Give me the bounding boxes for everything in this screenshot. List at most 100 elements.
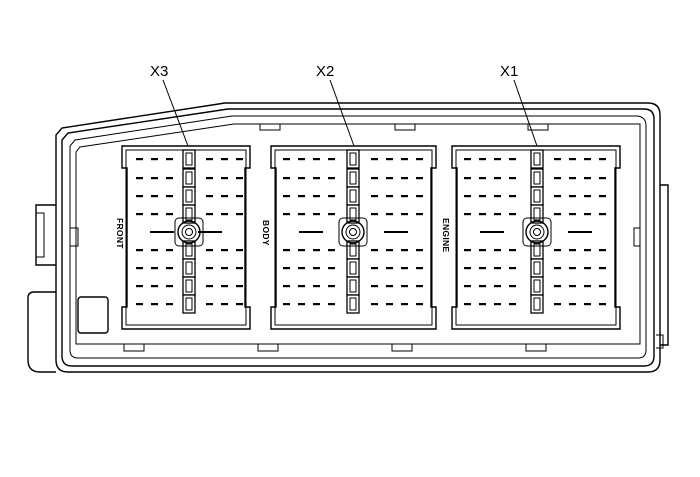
connector-x2: [270, 145, 437, 330]
pin: [584, 285, 591, 288]
pin: [494, 195, 501, 198]
pin: [136, 213, 143, 216]
pin: [386, 267, 393, 270]
pin: [136, 285, 143, 288]
pin: [236, 213, 243, 216]
screw-boss: [174, 217, 204, 247]
pin-long: [384, 231, 408, 233]
pin: [166, 158, 173, 161]
screw-ring: [181, 224, 197, 240]
pin: [136, 195, 143, 198]
pin: [313, 213, 320, 216]
center-cavity-inner: [185, 171, 193, 185]
pin: [599, 267, 606, 270]
x1-label: X1: [500, 63, 518, 80]
pin: [206, 195, 213, 198]
connector-x3: [121, 145, 251, 330]
pin: [584, 249, 591, 252]
center-cavity-inner: [533, 207, 541, 221]
pin: [386, 285, 393, 288]
pin: [386, 177, 393, 180]
pin: [416, 249, 423, 252]
pin: [221, 213, 228, 216]
pin: [554, 249, 561, 252]
pin: [416, 285, 423, 288]
screw-outer: [525, 220, 549, 244]
pin: [509, 158, 516, 161]
pin: [569, 303, 576, 306]
x2-leader-line: [329, 79, 355, 147]
pin: [584, 267, 591, 270]
center-cavity-inner: [185, 243, 193, 257]
x3-leader-line: [162, 79, 189, 147]
pin: [416, 303, 423, 306]
pin: [464, 267, 471, 270]
pin: [509, 195, 516, 198]
pin: [151, 249, 158, 252]
pin: [283, 267, 290, 270]
pin: [328, 249, 335, 252]
pin: [166, 285, 173, 288]
pin: [554, 267, 561, 270]
pin: [494, 249, 501, 252]
pin: [464, 285, 471, 288]
connector-body: [121, 145, 251, 330]
pin: [136, 158, 143, 161]
pin: [464, 177, 471, 180]
center-cavity-inner: [349, 189, 357, 203]
connector-body: [270, 145, 437, 330]
center-cavity-inner: [185, 297, 193, 311]
center-cavity-inner: [349, 261, 357, 275]
pin: [328, 267, 335, 270]
screw-boss: [522, 217, 552, 247]
x3-label: X3: [150, 63, 168, 80]
center-cavity-inner: [185, 279, 193, 293]
pin: [236, 249, 243, 252]
pin: [136, 267, 143, 270]
pin: [221, 249, 228, 252]
pin: [236, 177, 243, 180]
pin: [494, 158, 501, 161]
pin: [206, 213, 213, 216]
pin: [599, 177, 606, 180]
center-cavity-inner: [349, 171, 357, 185]
center-cavity-inner: [349, 297, 357, 311]
pin: [479, 303, 486, 306]
pin: [298, 213, 305, 216]
pin: [509, 267, 516, 270]
pin: [298, 158, 305, 161]
pin: [479, 195, 486, 198]
body-label: BODY: [261, 220, 271, 246]
pin: [599, 213, 606, 216]
pin: [569, 177, 576, 180]
pin: [151, 195, 158, 198]
screw-outer: [177, 220, 201, 244]
pin: [313, 249, 320, 252]
pin: [221, 177, 228, 180]
front-label: FRONT: [115, 218, 125, 249]
pin: [166, 213, 173, 216]
pin: [401, 177, 408, 180]
center-cavity-inner: [533, 261, 541, 275]
pin: [569, 195, 576, 198]
center-cavity-inner: [185, 207, 193, 221]
pin: [371, 249, 378, 252]
pin: [464, 213, 471, 216]
pin: [464, 303, 471, 306]
pin: [401, 213, 408, 216]
pin: [569, 213, 576, 216]
pin: [584, 213, 591, 216]
pin: [236, 195, 243, 198]
pin: [328, 213, 335, 216]
pin: [416, 195, 423, 198]
pin: [136, 249, 143, 252]
screw-center: [349, 228, 357, 236]
x1-leader-line: [513, 79, 538, 147]
pin: [569, 249, 576, 252]
center-cavity-inner: [349, 243, 357, 257]
pin: [328, 195, 335, 198]
pin: [283, 249, 290, 252]
center-cavity-inner: [349, 279, 357, 293]
pin: [509, 177, 516, 180]
